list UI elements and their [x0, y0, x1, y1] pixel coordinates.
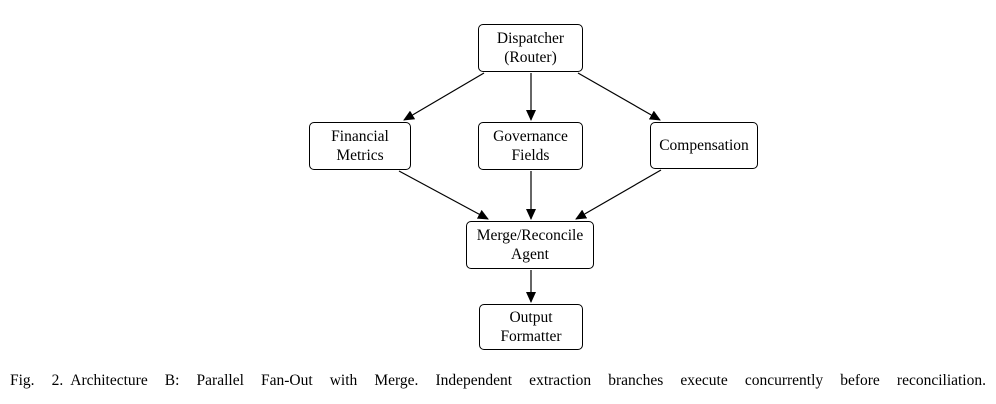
- node-compensation-label: Compensation: [659, 137, 749, 154]
- node-merge-reconcile-agent: Merge/Reconcile Agent: [466, 221, 594, 269]
- node-dispatcher: Dispatcher (Router): [478, 24, 583, 72]
- figure-caption-text: Architecture B: Parallel Fan-Out with Me…: [70, 372, 986, 389]
- edge-dispatcher-financial: [403, 72, 485, 121]
- node-financial-metrics: Financial Metrics: [309, 122, 411, 170]
- edge-financial-merge: [398, 170, 489, 220]
- node-output-formatter: Output Formatter: [479, 304, 583, 350]
- node-compensation: Compensation: [650, 122, 758, 169]
- node-financial-metrics-label: Financial Metrics: [331, 128, 389, 164]
- node-merge-reconcile-agent-label: Merge/Reconcile Agent: [476, 227, 584, 263]
- edge-compensation-merge: [575, 169, 662, 220]
- figure-caption-number: Fig. 2.: [10, 372, 64, 389]
- figure-caption: Fig. 2. Architecture B: Parallel Fan-Out …: [10, 371, 986, 390]
- edge-dispatcher-compensation: [577, 72, 661, 121]
- architecture-diagram: Dispatcher (Router) Financial Metrics Go…: [309, 24, 758, 350]
- edges-layer: [398, 72, 662, 303]
- node-governance-fields-label: Governance Fields: [493, 128, 568, 164]
- node-output-formatter-label: Output Formatter: [500, 309, 562, 345]
- node-dispatcher-label: Dispatcher (Router): [496, 30, 565, 66]
- node-governance-fields: Governance Fields: [478, 122, 583, 170]
